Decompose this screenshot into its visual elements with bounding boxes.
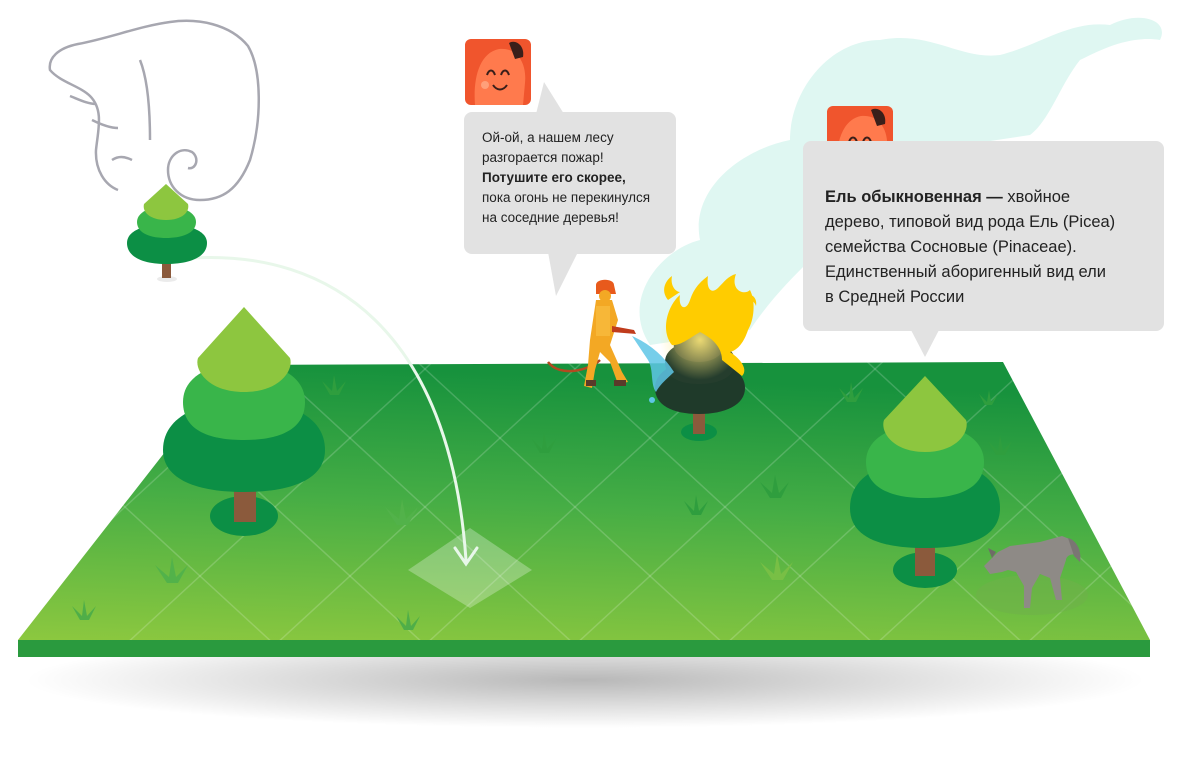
species-info-bubble: Ель обыкновенная — хвойное дерево, типов… [803, 141, 1164, 357]
firefighter-icon [547, 279, 636, 388]
wolf-icon[interactable] [976, 536, 1088, 615]
grass-tuft-icon [839, 382, 863, 402]
hand-cursor-icon [48, 19, 260, 202]
info-line: Ель обыкновенная — хвойное [825, 185, 1148, 210]
info-text: хвойное [1002, 188, 1071, 206]
smoke-cloud [639, 17, 1162, 346]
grass-tuft-icon [322, 375, 346, 395]
dragged-spruce-tree[interactable] [127, 184, 207, 282]
grass-tuft-icon [396, 610, 420, 630]
grass-tufts [72, 375, 1012, 630]
fire-icon [660, 274, 757, 380]
fire-bubble-line: на соседние деревья! [482, 210, 619, 225]
grass-tuft-icon [979, 390, 998, 405]
grass-tuft-icon [72, 600, 96, 620]
grass-tuft-icon [385, 499, 418, 525]
species-term: Ель обыкновенная — [825, 188, 1003, 206]
spruce-tree-large-right[interactable] [850, 376, 1000, 588]
info-line: дерево, типовой вид рода Ель (Picea) [825, 213, 1116, 231]
grass-tuft-icon [684, 495, 708, 515]
drop-target-tile[interactable] [408, 528, 532, 608]
fire-bubble-emphasis: Потушите его скорее, [482, 170, 626, 185]
grass-tuft-icon [760, 554, 793, 580]
info-line: семейства Сосновые (Pinaceae). [825, 238, 1077, 256]
grass-tuft-icon [988, 435, 1012, 455]
fire-bubble-line: разгорается пожар! [482, 150, 604, 165]
grass-tuft-icon [155, 557, 188, 583]
mascot-avatar-icon [465, 39, 531, 105]
fire-alert-bubble: Ой-ой, а нашем лесу разгорается пожар! П… [464, 82, 676, 296]
info-line: в Средней России [825, 288, 965, 306]
fire-bubble-line: пока огонь не перекинулся [482, 190, 651, 205]
info-line: Единственный аборигенный вид ели [825, 263, 1106, 281]
spruce-tree-large-left[interactable] [163, 307, 325, 536]
fire-bubble-line: Ой-ой, а нашем лесу [482, 130, 614, 145]
drop-target-arrow-icon [190, 255, 479, 567]
grass-tuft-icon [532, 433, 556, 453]
grass-tuft-icon [760, 475, 789, 498]
water-spray [632, 336, 674, 403]
